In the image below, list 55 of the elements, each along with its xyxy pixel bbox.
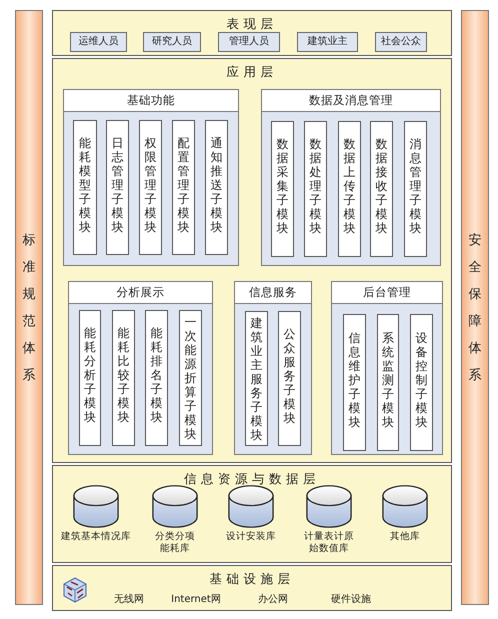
group-header: 分析展示 <box>68 281 213 304</box>
module-box: 能耗比较子模块 <box>112 310 135 446</box>
group-header: 基础功能 <box>63 89 239 112</box>
module-box: 数据接收子模块 <box>370 121 393 257</box>
layer-title: 信息资源与数据层 <box>184 471 320 488</box>
role-box: 研究人员 <box>143 32 201 52</box>
module-box: 配置管理子模块 <box>172 120 195 255</box>
module-box: 建筑业主服务子模块 <box>245 311 268 446</box>
group-header: 信息服务 <box>234 281 312 304</box>
side-bar <box>461 10 489 605</box>
side-bar <box>15 10 43 605</box>
side-label: 安全保障体系 <box>468 232 482 384</box>
database-label: 分类分项能耗库 <box>155 531 195 555</box>
database-label: 建筑基本情况库 <box>60 531 132 543</box>
role-box: 运维人员 <box>70 32 127 52</box>
layer-title: 基础设施层 <box>210 571 294 588</box>
layer-panel <box>52 58 452 463</box>
module-box: 系统监测子模块 <box>377 314 399 451</box>
module-box: 信息维护子模块 <box>343 314 366 451</box>
module-box: 消息管理子模块 <box>404 121 427 257</box>
module-group-panel <box>331 281 443 455</box>
group-header: 数据及消息管理 <box>261 89 441 112</box>
module-box: 能耗模型子模块 <box>73 120 97 255</box>
database-label: 计量表计原始数值库 <box>303 531 355 555</box>
database-label: 设计安装库 <box>225 531 277 543</box>
module-box: 数据采集子模块 <box>271 121 294 257</box>
layer-title: 应用层 <box>226 64 278 81</box>
layer-panel <box>52 10 452 56</box>
network-label: 硬件设施 <box>331 592 371 606</box>
module-box: 设备控制子模块 <box>410 314 433 451</box>
module-box: 数据处理子模块 <box>304 121 327 257</box>
group-header: 后台管理 <box>331 281 443 304</box>
layer-title: 表现层 <box>226 16 278 33</box>
role-box: 社会公众 <box>375 32 427 52</box>
module-box: 能耗分析子模块 <box>79 310 101 446</box>
side-label: 标准规范体系 <box>22 232 36 384</box>
module-box: 能耗排名子模块 <box>145 310 168 446</box>
network-label: 无线网 <box>114 592 144 606</box>
module-box: 数据上传子模块 <box>338 121 361 257</box>
module-group-panel <box>261 89 441 266</box>
module-box: 权限管理子模块 <box>139 120 162 255</box>
network-label: Internet网 <box>171 593 221 606</box>
layer-panel <box>52 565 452 611</box>
module-group-panel <box>68 281 213 455</box>
role-box: 管理人员 <box>218 32 280 52</box>
database-label: 其他库 <box>389 531 421 543</box>
network-label: 办公网 <box>258 592 288 606</box>
module-group-panel <box>234 281 312 455</box>
module-box: 一次能源折算子模块 <box>179 310 202 446</box>
module-box: 日志管理子模块 <box>106 120 129 255</box>
layer-panel <box>52 465 452 563</box>
module-box: 通知推送子模块 <box>205 120 228 255</box>
module-box: 公众服务子模块 <box>278 311 301 446</box>
role-box: 建筑业主 <box>297 32 358 52</box>
module-group-panel <box>63 89 239 266</box>
